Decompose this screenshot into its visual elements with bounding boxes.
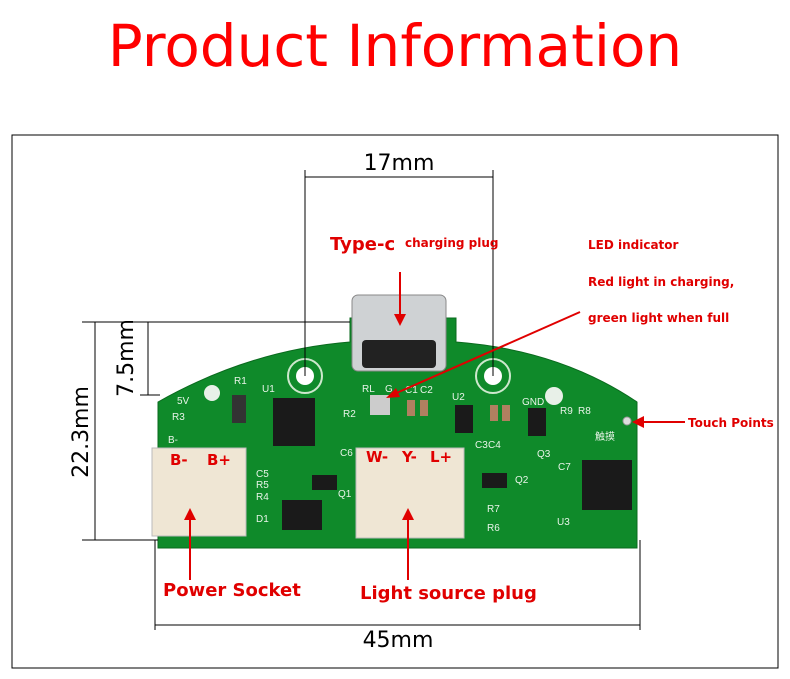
svg-text:Q2: Q2: [515, 475, 529, 486]
svg-text:R7: R7: [487, 504, 500, 515]
svg-text:C3: C3: [475, 440, 488, 451]
svg-text:C6: C6: [340, 448, 353, 459]
svg-text:R6: R6: [487, 523, 500, 534]
led-description-line2: green light when full: [588, 311, 729, 325]
svg-text:Q3: Q3: [537, 449, 551, 460]
svg-text:触摸: 触摸: [595, 430, 615, 443]
svg-text:5V: 5V: [177, 396, 190, 407]
chip-u1: [273, 398, 315, 446]
touch-points-label: Touch Points: [688, 416, 774, 430]
svg-text:R5: R5: [256, 480, 269, 491]
svg-text:C5: C5: [256, 469, 269, 480]
power-socket-label: Power Socket: [163, 580, 301, 601]
dim-22-3mm: 22.3mm: [69, 386, 94, 478]
svg-text:U3: U3: [557, 517, 570, 528]
pin-b-plus: B+: [207, 451, 231, 469]
dimension-lines: [82, 170, 641, 630]
svg-text:R3: R3: [172, 412, 185, 423]
svg-text:U1: U1: [262, 384, 275, 395]
svg-text:R9: R9: [560, 406, 573, 417]
dim-45mm: 45mm: [363, 628, 434, 653]
annotation-arrows: [184, 272, 685, 580]
chip-u3: [582, 460, 632, 510]
svg-text:C2: C2: [420, 385, 433, 396]
svg-text:Q1: Q1: [338, 489, 352, 500]
power-socket-connector: [151, 447, 247, 537]
svg-text:R2: R2: [343, 409, 356, 420]
svg-text:R8: R8: [578, 406, 591, 417]
led-description-line1: Red light in charging,: [588, 275, 734, 289]
pin-b-minus: B-: [170, 451, 188, 469]
svg-text:C7: C7: [558, 462, 571, 473]
svg-text:RL: RL: [362, 384, 375, 395]
svg-text:R1: R1: [234, 376, 247, 387]
type-c-label: Type-c: [330, 234, 395, 255]
pin-w-minus: W-: [366, 448, 388, 466]
svg-text:C1: C1: [405, 385, 418, 396]
svg-text:C4: C4: [488, 440, 501, 451]
svg-text:B-: B-: [168, 435, 178, 446]
dim-17mm: 17mm: [364, 151, 435, 176]
frame: [11, 134, 779, 669]
pin-y-minus: Y-: [401, 448, 417, 466]
charging-plug-label: charging plug: [405, 236, 499, 250]
light-source-plug-label: Light source plug: [360, 583, 537, 604]
page-title: Product Information: [108, 12, 682, 80]
dim-7-5mm: 7.5mm: [114, 319, 139, 397]
svg-text:G: G: [385, 384, 393, 395]
light-source-connector: [355, 447, 465, 539]
svg-text:R4: R4: [256, 492, 269, 503]
svg-text:GND: GND: [522, 397, 544, 408]
pcb-board: R1 U1 5V R3 B- R2 RL G C1 C2 U2 GND R9 R…: [151, 294, 638, 549]
led-indicator-label: LED indicator: [588, 238, 679, 252]
pin-l-plus: L+: [430, 448, 452, 466]
svg-text:U2: U2: [452, 392, 465, 403]
touch-point: [622, 416, 632, 426]
svg-text:D1: D1: [256, 514, 269, 525]
